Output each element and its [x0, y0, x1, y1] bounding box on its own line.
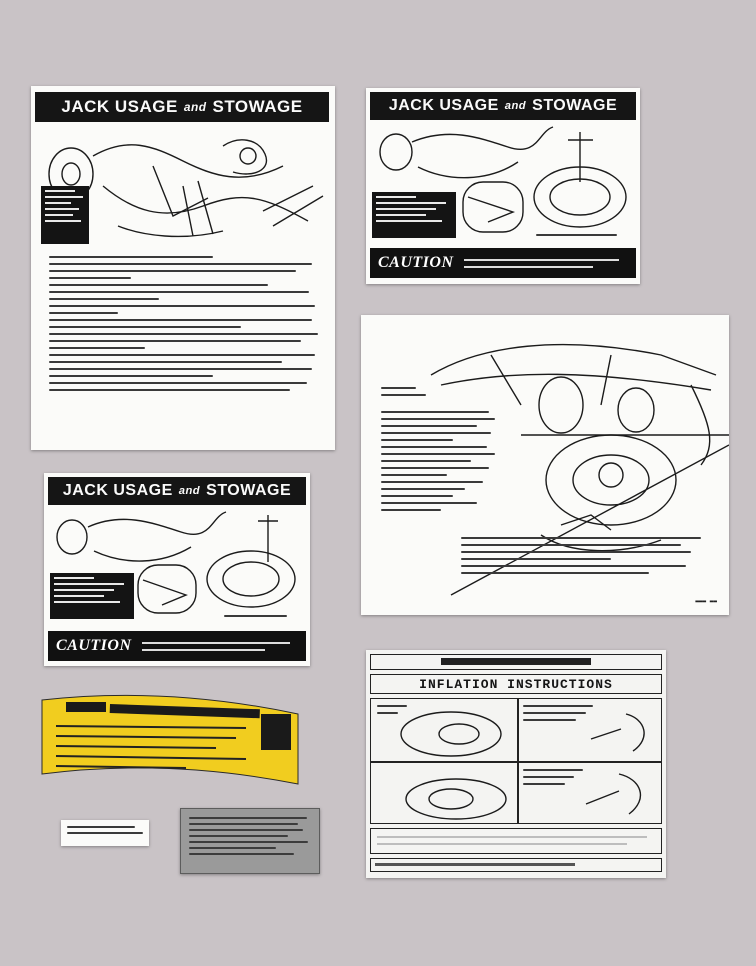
panel-text-2: [523, 705, 593, 726]
inflation-instructions-decal: INFLATION INSTRUCTIONS: [366, 650, 666, 878]
inflation-header-title: INFLATION INSTRUCTIONS: [419, 676, 613, 692]
jack-usage-decal-large: JACK USAGE and STOWAGE: [31, 86, 335, 450]
plate-text-lines: [189, 817, 313, 860]
decal-caption: [536, 234, 626, 241]
caution-bar: CAUTION: [370, 248, 636, 278]
top-stripe: [370, 654, 662, 670]
decal-instructions: [49, 256, 323, 396]
decal-title-band: JACK USAGE and STOWAGE: [370, 92, 636, 120]
jack-illustration: [48, 139, 324, 238]
decal-title-band: JACK USAGE and STOWAGE: [35, 92, 329, 122]
decal-caption: [224, 615, 294, 622]
panel-text-1: [377, 705, 407, 719]
decal-title-left: JACK USAGE: [61, 97, 178, 116]
decal-title-and: and: [178, 485, 201, 497]
decal-title-and: and: [183, 100, 207, 114]
jack-legend-box: [372, 192, 456, 238]
jack-instructions-decal-car: ▬▬▬ ▬▬: [361, 315, 729, 615]
decal-title-right: STOWAGE: [206, 482, 292, 499]
decal-title-left: JACK USAGE: [388, 97, 499, 114]
label-text-lines: [67, 826, 143, 839]
decal-title-right: STOWAGE: [212, 97, 303, 116]
decal-instructions: [381, 411, 501, 516]
caution-label: CAUTION: [56, 637, 132, 654]
inflation-footer-bar: [370, 858, 662, 872]
jack-legend-box: [41, 186, 89, 244]
decal-steps: [461, 537, 711, 579]
decal-side-text: [381, 387, 431, 401]
yellow-warning-decal: [41, 694, 299, 785]
decal-title-right: STOWAGE: [532, 97, 618, 114]
panel-text-3: [523, 769, 583, 790]
inflation-panels: [370, 698, 662, 824]
jack-illustration: [56, 511, 296, 614]
caution-label: CAUTION: [378, 254, 454, 271]
jack-legend-box: [50, 573, 134, 619]
part-number: ▬▬▬ ▬▬: [695, 598, 717, 605]
gray-metal-plate: [180, 808, 320, 874]
jack-illustration: [379, 126, 627, 233]
decal-title-and: and: [504, 100, 527, 112]
decal-title-left: JACK USAGE: [62, 482, 173, 499]
inflation-notes-box: [370, 828, 662, 854]
decal-title-band: JACK USAGE and STOWAGE: [48, 477, 306, 505]
jack-usage-decal-small-bottom: JACK USAGE and STOWAGE CAUTION: [44, 473, 310, 666]
jack-usage-decal-small-top: JACK USAGE and STOWAGE CAUTION: [366, 88, 640, 284]
caution-bar: CAUTION: [48, 631, 306, 661]
small-white-label: [61, 820, 149, 846]
tire-illustration: [400, 711, 645, 820]
inflation-header-bar: INFLATION INSTRUCTIONS: [370, 674, 662, 694]
